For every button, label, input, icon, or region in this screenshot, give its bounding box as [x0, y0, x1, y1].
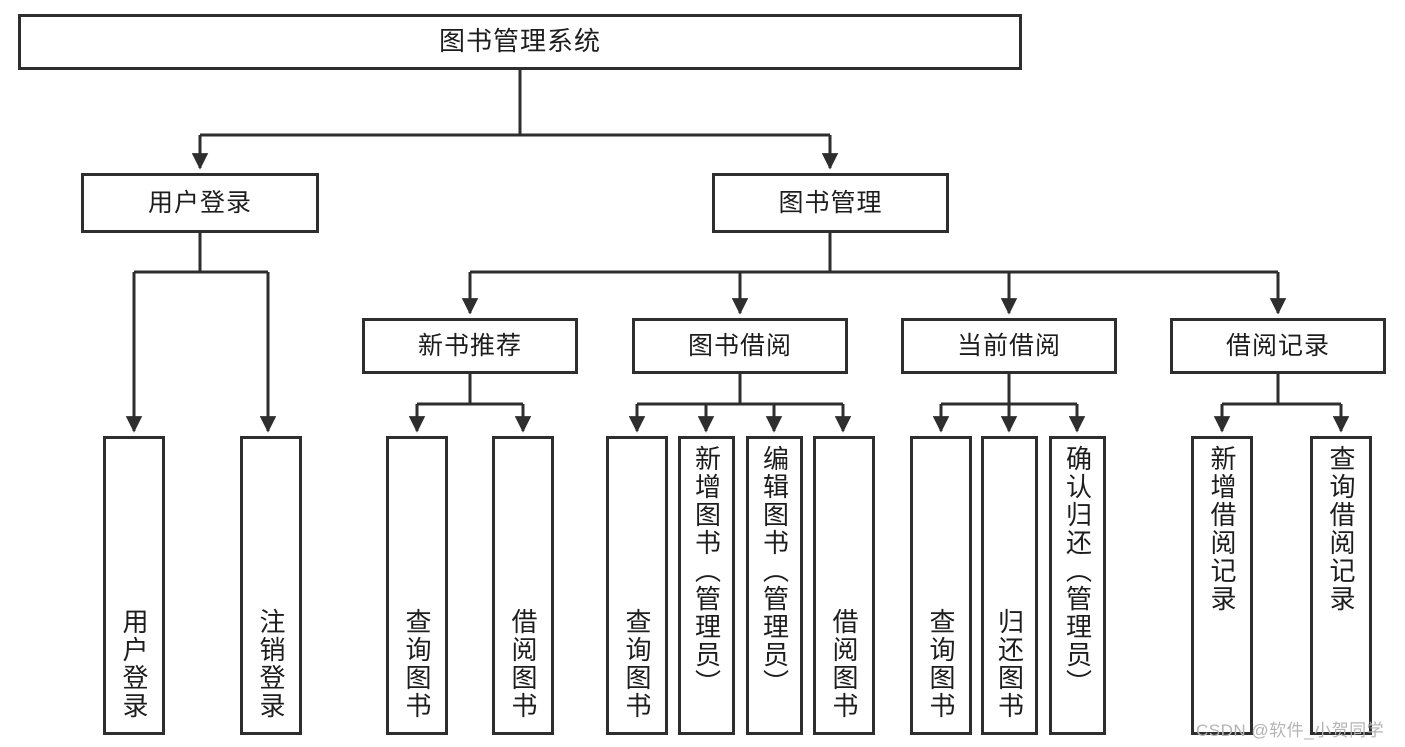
node-root-book-management-system[interactable]: 图书管理系统: [18, 14, 1022, 70]
csdn-watermark: CSDN @软件_小贺同学: [1196, 721, 1385, 740]
leaf-borrow-book-recommend[interactable]: 借阅图书: [492, 436, 554, 735]
node-label: 图书管理: [778, 189, 883, 217]
node-label: 查询图书: [926, 608, 957, 720]
node-label: 用户登录: [147, 189, 252, 217]
leaf-add-borrow-record[interactable]: 新增借阅记录: [1191, 436, 1253, 735]
node-label: 借阅图书: [829, 608, 860, 720]
node-label: 注销登录: [256, 608, 287, 720]
leaf-return-book[interactable]: 归还图书: [981, 436, 1038, 735]
node-label: 编辑图书（管理员）: [759, 445, 790, 697]
leaf-logout-login[interactable]: 注销登录: [240, 436, 302, 735]
node-label: 借阅图书: [508, 608, 539, 720]
node-new-book-recommend[interactable]: 新书推荐: [362, 318, 578, 374]
node-label: 当前借阅: [956, 332, 1061, 360]
node-label: 查询图书: [622, 608, 653, 720]
node-book-borrow[interactable]: 图书借阅: [632, 318, 848, 374]
leaf-query-borrow-record[interactable]: 查询借阅记录: [1310, 436, 1372, 735]
leaf-confirm-return-admin[interactable]: 确认归还（管理员）: [1049, 436, 1106, 735]
node-user-login[interactable]: 用户登录: [81, 173, 319, 233]
leaf-add-book-admin[interactable]: 新增图书（管理员）: [678, 436, 735, 735]
node-label: 图书管理系统: [438, 26, 601, 57]
leaf-query-book-current[interactable]: 查询图书: [910, 436, 972, 735]
node-label: 图书借阅: [687, 332, 792, 360]
node-label: 用户登录: [119, 608, 150, 720]
node-label: 借阅记录: [1225, 332, 1330, 360]
leaf-edit-book-admin[interactable]: 编辑图书（管理员）: [746, 436, 803, 735]
leaf-borrow-book[interactable]: 借阅图书: [813, 436, 875, 735]
node-borrow-record[interactable]: 借阅记录: [1170, 318, 1386, 374]
node-label: 查询借阅记录: [1326, 445, 1357, 613]
node-label: 新增图书（管理员）: [691, 445, 722, 697]
node-label: 归还图书: [994, 608, 1025, 720]
node-label: 确认归还（管理员）: [1062, 445, 1093, 697]
node-label: 新增借阅记录: [1207, 445, 1238, 613]
node-label: 查询图书: [402, 608, 433, 720]
node-label: 新书推荐: [417, 332, 522, 360]
leaf-query-book-recommend[interactable]: 查询图书: [386, 436, 448, 735]
node-book-manage[interactable]: 图书管理: [712, 173, 949, 233]
node-current-borrow[interactable]: 当前借阅: [901, 318, 1117, 374]
leaf-query-book-borrow[interactable]: 查询图书: [606, 436, 668, 735]
leaf-user-login[interactable]: 用户登录: [103, 436, 165, 735]
